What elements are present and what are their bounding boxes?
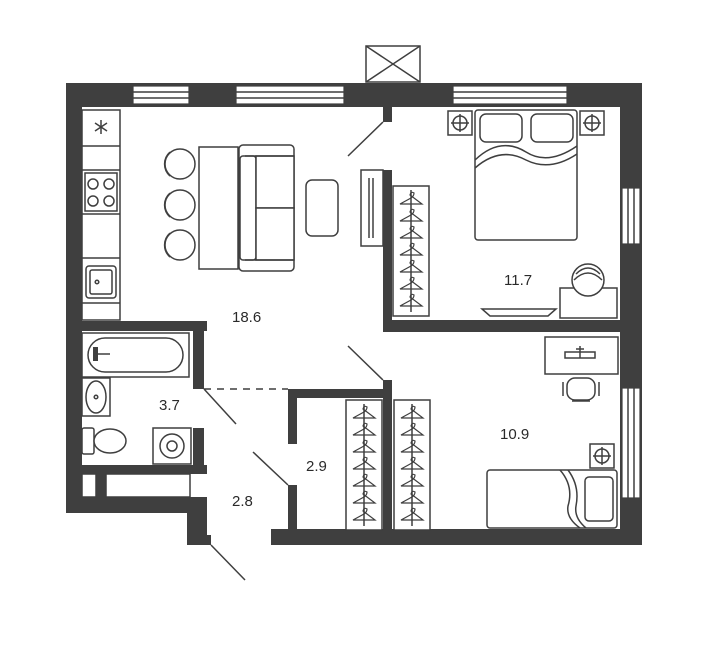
hanger-icon xyxy=(352,490,377,504)
windows xyxy=(132,85,641,499)
doors xyxy=(203,121,384,581)
dining-table xyxy=(198,146,239,270)
hanger-group xyxy=(352,191,425,521)
ceiling-lamp-icon xyxy=(589,443,615,469)
window-top-middle xyxy=(235,85,345,105)
single-bed xyxy=(486,469,618,529)
hanger-icon xyxy=(352,473,377,487)
hanger-icon xyxy=(352,507,377,521)
chair xyxy=(163,229,196,261)
double-bed xyxy=(474,109,578,241)
wardrobe-closet xyxy=(345,399,383,531)
tv-stand xyxy=(360,169,384,247)
bathtub xyxy=(81,332,190,378)
ventilation-shaft-icon xyxy=(365,45,421,83)
washbasin xyxy=(81,377,111,417)
area-label-bedroom-2: 10.9 xyxy=(500,426,529,443)
stove xyxy=(84,172,118,212)
hanger-icon xyxy=(399,225,424,239)
coffee-table xyxy=(305,179,339,237)
hanger-icon xyxy=(399,293,424,307)
dining-set xyxy=(163,146,239,270)
pillow xyxy=(479,113,523,143)
area-label-wardrobe: 2.9 xyxy=(306,458,327,475)
ceiling-lamp-icon xyxy=(579,110,605,136)
closet-niche xyxy=(81,473,191,498)
pillow xyxy=(584,476,614,522)
hanger-icon xyxy=(352,439,377,453)
hanger-icon xyxy=(352,405,377,419)
entrance-door xyxy=(210,544,246,581)
hanger-icon xyxy=(399,276,424,290)
wardrobe-bedroom-2 xyxy=(393,399,431,531)
door-living-bedroom xyxy=(347,121,384,157)
area-label-bedroom: 11.7 xyxy=(504,272,532,289)
door-bedroom-2 xyxy=(347,345,384,381)
window-top-right xyxy=(452,85,568,105)
kitchen-unit xyxy=(81,109,121,321)
wardrobe-bedroom xyxy=(392,185,430,317)
pillow xyxy=(530,113,574,143)
chair xyxy=(163,148,196,180)
hanger-icon xyxy=(400,422,425,436)
hanger-icon xyxy=(400,507,425,521)
area-label-bathroom: 3.7 xyxy=(159,397,180,414)
hanger-icon xyxy=(352,422,377,436)
washing-machine xyxy=(152,427,192,465)
area-label-living-kitchen: 18.6 xyxy=(232,309,261,326)
sofa xyxy=(238,144,295,272)
ceiling-lamp-icon xyxy=(447,110,473,136)
hanger-icon xyxy=(352,456,377,470)
hanger-icon xyxy=(399,191,424,205)
hanger-icon xyxy=(399,208,424,222)
hanger-icon xyxy=(400,439,425,453)
hanger-icon xyxy=(400,490,425,504)
toilet xyxy=(81,427,127,455)
area-labels: 18.6 11.7 10.9 3.7 2.8 2.9 xyxy=(159,272,532,510)
desk-bedroom-2 xyxy=(544,336,619,375)
window-right-lower xyxy=(621,387,641,499)
window-right-upper xyxy=(621,187,641,245)
area-label-hallway: 2.8 xyxy=(232,493,253,510)
hanger-icon xyxy=(400,473,425,487)
hanger-icon xyxy=(399,242,424,256)
desk-chair xyxy=(562,377,600,402)
chair xyxy=(163,189,196,221)
window-top-left xyxy=(132,85,190,105)
door-bathroom xyxy=(203,388,237,425)
asterisk-icon xyxy=(94,120,108,134)
interior-walls xyxy=(66,107,620,535)
desk-bedroom xyxy=(559,263,618,319)
hanger-icon xyxy=(400,405,425,419)
hanger-icon xyxy=(400,456,425,470)
door-wardrobe xyxy=(252,451,289,486)
hanger-icon xyxy=(399,259,424,273)
shelf xyxy=(480,308,558,317)
kitchen-sink xyxy=(85,265,117,299)
